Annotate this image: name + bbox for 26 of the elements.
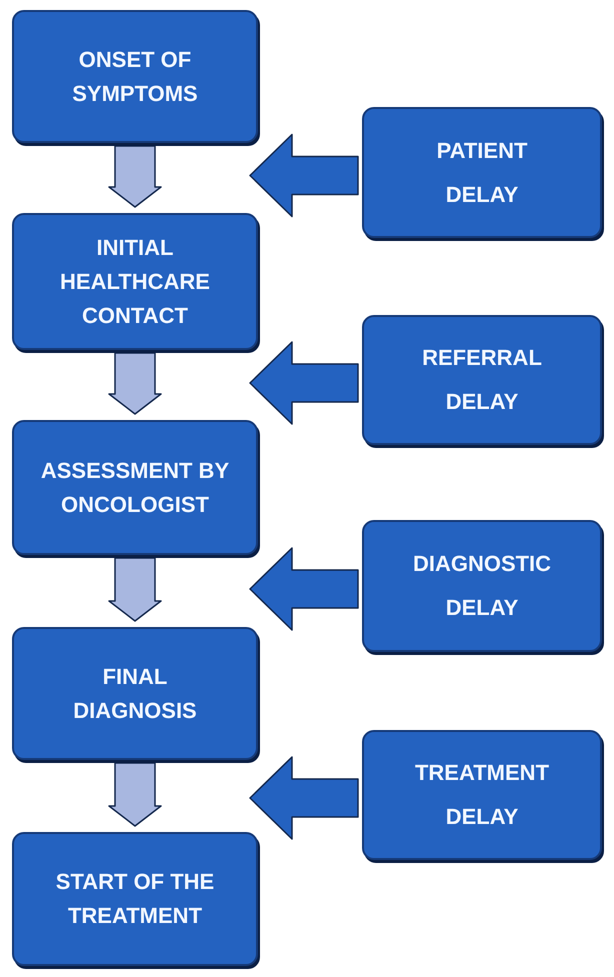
block-arrow: [249, 341, 359, 425]
box-text: TREATMENT DELAY: [414, 759, 550, 831]
arrow: [108, 762, 162, 827]
block-arrow: [249, 756, 359, 840]
process-box: [12, 832, 258, 966]
box-text: INITIAL HEALTHCARE CONTACT: [59, 234, 211, 330]
delay-box: [362, 107, 602, 238]
box-text: REFERRAL DELAY: [421, 344, 543, 416]
box-text: FINAL DIAGNOSIS: [72, 662, 198, 724]
box-text: ASSESSMENT BY ONCOLOGIST: [40, 456, 230, 518]
delay-box: [362, 315, 602, 445]
process-box: [12, 213, 258, 350]
arrow: [108, 145, 162, 208]
arrow: [108, 352, 162, 415]
arrow: [108, 557, 162, 622]
box-text: ONSET OF SYMPTOMS: [71, 46, 199, 108]
block-arrow: [249, 134, 359, 218]
box-text: START OF THE TREATMENT: [54, 868, 216, 930]
delay-box: [362, 730, 602, 860]
box-text: DIAGNOSTIC DELAY: [412, 550, 552, 622]
block-arrow: [249, 547, 359, 631]
box-text: PATIENT DELAY: [436, 136, 528, 208]
process-box: [12, 627, 258, 760]
delay-box: [362, 520, 602, 652]
process-box: [12, 420, 258, 555]
process-box: [12, 10, 258, 143]
